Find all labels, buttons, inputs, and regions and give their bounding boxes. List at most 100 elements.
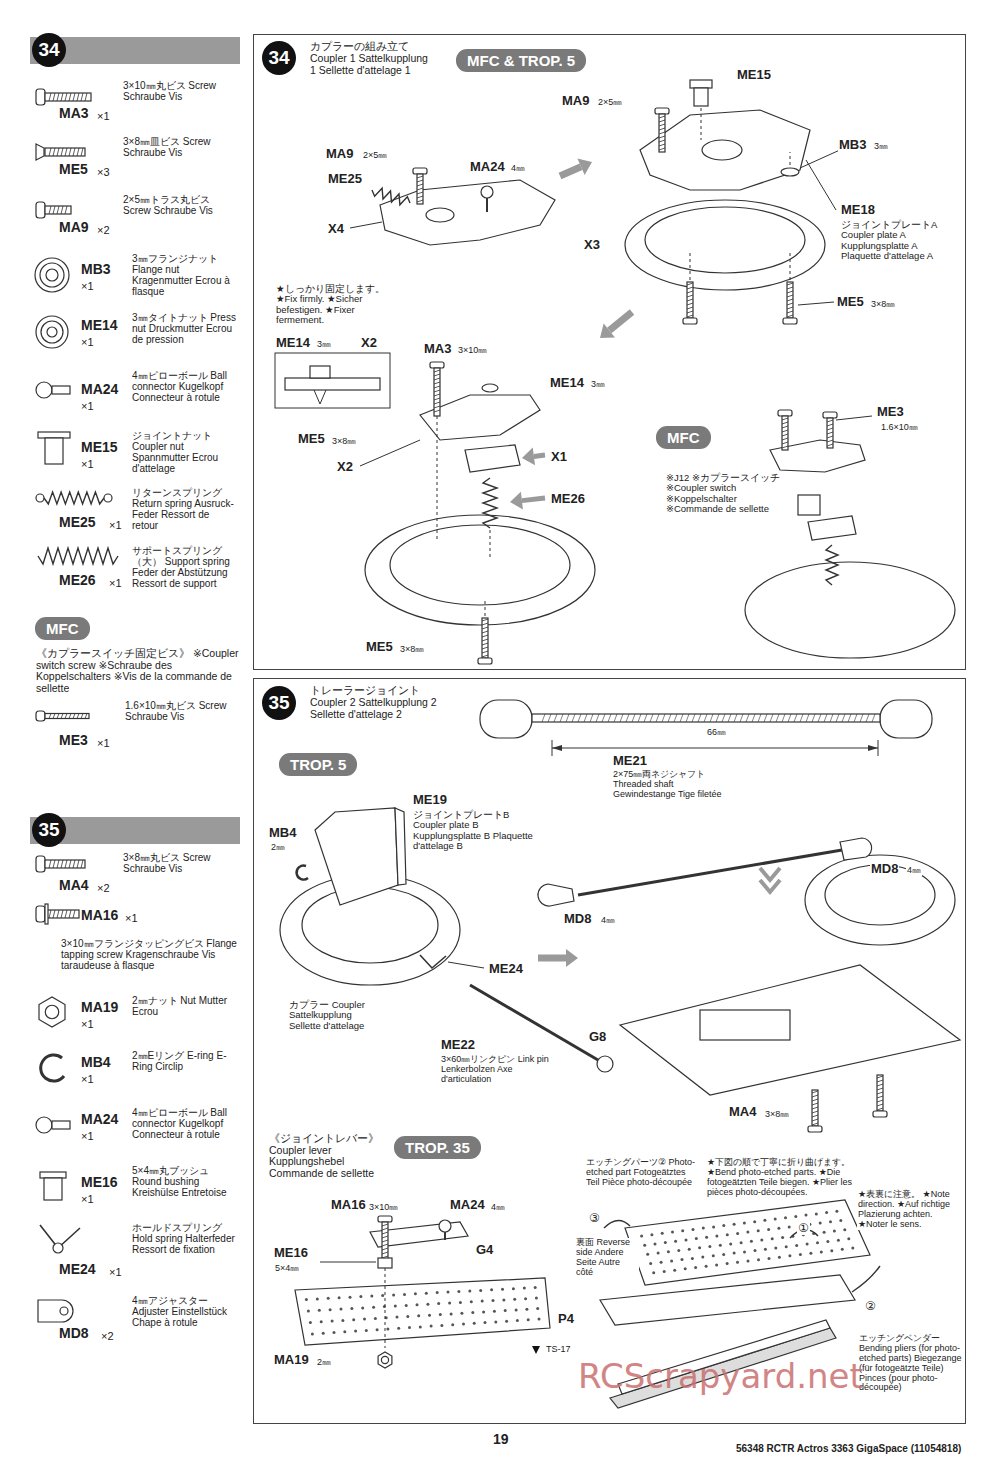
screw-thread: [787, 291, 793, 293]
screw-thread: [65, 148, 67, 156]
part-code: ME14: [275, 336, 311, 350]
ball-shaft: [486, 198, 488, 212]
screw-thread: [827, 436, 833, 438]
part-code: ME16: [273, 1246, 309, 1260]
screw-thread: [482, 619, 488, 621]
assembly-arrow-head: [600, 323, 615, 338]
hex-nut: [378, 1352, 392, 1368]
shaft-thread: [686, 714, 689, 722]
perforation: [381, 1294, 384, 1297]
perforation: [684, 1267, 687, 1270]
part-code: ME18: [840, 203, 876, 217]
screw-head: [36, 711, 45, 721]
adjuster: [840, 838, 872, 860]
coupler-switch: [798, 495, 820, 515]
press-nut: [482, 384, 498, 392]
part-code: X1: [550, 450, 568, 464]
screw-thread: [417, 196, 423, 198]
coupler-body: [365, 515, 595, 625]
screw-thread: [53, 860, 55, 868]
screw-flange: [45, 904, 48, 924]
screw-thread: [69, 148, 71, 156]
part-code: ME16: [80, 1175, 119, 1190]
perforation: [403, 1293, 406, 1296]
quantity: ×1: [108, 519, 123, 531]
spring: [372, 188, 410, 205]
dimension-arrow: [868, 745, 878, 751]
screw-thread: [877, 1092, 883, 1094]
perforation: [835, 1210, 838, 1213]
screw-head: [655, 108, 669, 114]
nut-hole: [47, 327, 57, 337]
plate-me18: [640, 110, 810, 190]
screw-thread: [482, 631, 488, 633]
note: ★しっかり固定します。 ★Fix firmly. ★Sicher befesti…: [275, 284, 387, 326]
version-tag: TROP. 35: [394, 1136, 481, 1159]
screw-shaft: [382, 1222, 388, 1262]
block-x1: [465, 445, 520, 472]
perforation: [764, 1248, 767, 1251]
perforation: [670, 1260, 673, 1263]
page-number: 19: [492, 1432, 510, 1447]
screw-thread: [812, 1119, 818, 1121]
shaft-thread: [656, 714, 659, 722]
step-panel: カプラーの組み立て Coupler 1 Sattelkupplung 1 Sel…: [253, 34, 966, 670]
screw-thread: [787, 315, 793, 317]
shaft-thread: [812, 714, 815, 722]
screw-shaft: [45, 714, 89, 719]
plate-g8: [620, 965, 960, 1095]
perforation: [462, 1323, 465, 1326]
screw-thread: [482, 643, 488, 645]
screw-thread: [482, 627, 488, 629]
screw-thread: [812, 1103, 818, 1105]
perforation: [397, 1327, 400, 1330]
screw-thread: [61, 714, 63, 719]
screw-shaft: [45, 206, 71, 214]
leader-line: [806, 160, 836, 210]
perforation: [746, 1231, 749, 1234]
guide-line: [437, 416, 438, 540]
screw-thread: [482, 655, 488, 657]
screw-shaft: [482, 618, 488, 658]
perforation: [329, 1308, 332, 1311]
ball-shaft: [52, 1121, 70, 1129]
part-code: MA3: [58, 106, 90, 121]
screw-thread: [382, 1236, 388, 1238]
perforation: [688, 1248, 691, 1251]
shaft-thread: [758, 714, 761, 722]
plate-hole: [426, 208, 454, 222]
part-code: X4: [327, 222, 345, 236]
screw-thread: [417, 192, 423, 194]
shaft-thread: [560, 714, 563, 722]
screw-thread: [782, 422, 788, 424]
perforation: [778, 1256, 781, 1259]
screw-thread: [782, 430, 788, 432]
perforation: [527, 1318, 530, 1321]
link-pin: [470, 985, 598, 1060]
quantity: ×2: [100, 1330, 115, 1342]
screw-shaft: [45, 93, 91, 101]
perforation: [677, 1249, 680, 1252]
perforation: [448, 1302, 451, 1305]
node-text: 34: [38, 39, 59, 61]
size-label: 3㎜: [590, 380, 606, 390]
part-code: ME21: [612, 754, 648, 768]
perforation: [338, 1296, 341, 1299]
perforation: [430, 1325, 433, 1328]
shaft-thread: [692, 714, 695, 722]
perforation: [479, 1289, 482, 1292]
perforation: [470, 1300, 473, 1303]
perforation: [305, 1298, 308, 1301]
perforation: [694, 1266, 697, 1269]
screw-thread: [49, 93, 51, 101]
screw-thread: [382, 1240, 388, 1242]
shaft-thread: [548, 714, 551, 722]
part-code: ME26: [550, 492, 586, 506]
block-x1: [808, 516, 856, 540]
screw-thread: [782, 438, 788, 440]
leader-line: [350, 222, 382, 228]
perforation: [839, 1219, 842, 1222]
assembly-arrow: [560, 167, 581, 176]
perforation: [396, 1316, 399, 1319]
perforation: [505, 1320, 508, 1323]
